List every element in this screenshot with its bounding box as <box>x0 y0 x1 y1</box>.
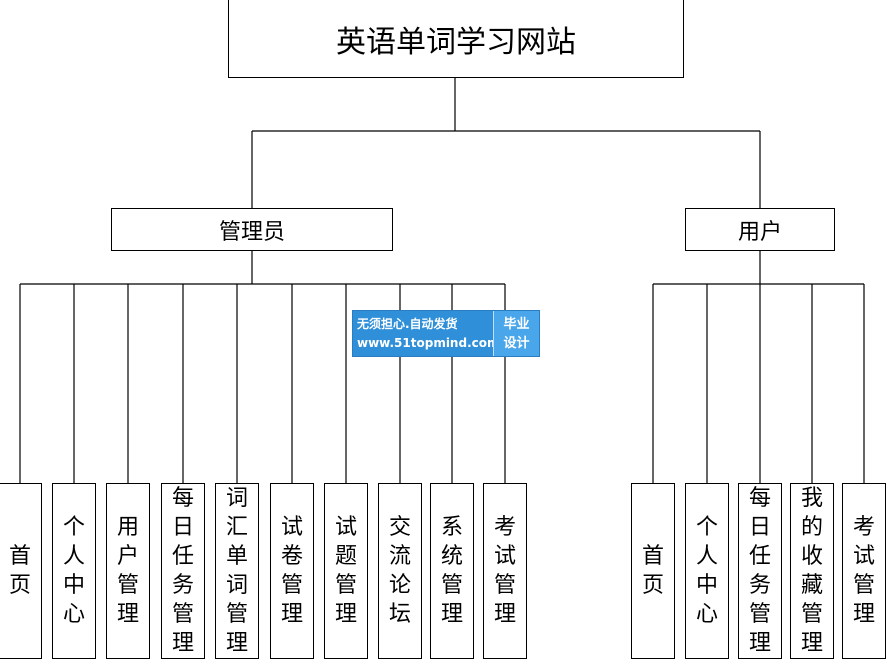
user-module-daily-task-management: 每日任务管理 <box>738 483 782 659</box>
watermark-badge: 无须担心.自动发货 www.51topmind.com 毕业 设计 <box>352 310 540 357</box>
admin-module-label: 用户管理 <box>116 515 139 627</box>
admin-module-label: 试题管理 <box>334 515 357 627</box>
admin-module-label: 试卷管理 <box>280 515 303 627</box>
role-user-label: 用户 <box>737 219 782 245</box>
admin-module-label: 词汇单词管理 <box>225 486 248 656</box>
watermark-tag-line1: 毕业 <box>503 316 530 332</box>
user-module-exam-management: 考试管理 <box>842 483 886 659</box>
role-admin: 管理员 <box>111 208 393 251</box>
admin-module-vocabulary-management: 词汇单词管理 <box>215 483 259 659</box>
admin-module-label: 每日任务管理 <box>171 486 194 656</box>
admin-module-forum: 交流论坛 <box>378 483 422 659</box>
system-title: 英语单词学习网站 <box>228 0 684 78</box>
user-module-home: 首页 <box>631 483 675 659</box>
watermark-tag: 毕业 设计 <box>493 311 539 356</box>
user-module-personal-center: 个人中心 <box>685 483 729 659</box>
admin-module-personal-center: 个人中心 <box>52 483 96 659</box>
user-module-label: 每日任务管理 <box>748 486 771 656</box>
watermark-line1: 无须担心.自动发货 <box>357 316 458 331</box>
user-module-label: 我的收藏管理 <box>800 486 823 656</box>
watermark-tag-line2: 设计 <box>503 335 530 351</box>
user-module-label: 首页 <box>641 544 664 598</box>
admin-module-label: 交流论坛 <box>388 515 411 627</box>
admin-module-exam-management: 考试管理 <box>483 483 527 659</box>
admin-module-label: 首页 <box>8 544 31 598</box>
user-module-label: 个人中心 <box>695 515 718 627</box>
watermark-text: 无须担心.自动发货 www.51topmind.com <box>353 311 500 356</box>
role-admin-label: 管理员 <box>218 219 285 245</box>
user-module-favorites-management: 我的收藏管理 <box>790 483 834 659</box>
admin-module-home: 首页 <box>0 483 42 659</box>
role-user: 用户 <box>685 208 835 251</box>
watermark-url: www.51topmind.com <box>357 335 500 350</box>
admin-module-user-management: 用户管理 <box>106 483 150 659</box>
admin-module-label: 个人中心 <box>62 515 85 627</box>
admin-module-system-management: 系统管理 <box>430 483 474 659</box>
admin-module-label: 考试管理 <box>493 515 516 627</box>
user-module-label: 考试管理 <box>852 515 875 627</box>
admin-module-label: 系统管理 <box>440 515 463 627</box>
admin-module-question-management: 试题管理 <box>324 483 368 659</box>
admin-module-daily-task-management: 每日任务管理 <box>161 483 205 659</box>
admin-module-exam-paper-management: 试卷管理 <box>270 483 314 659</box>
system-title-text: 英语单词学习网站 <box>336 24 576 60</box>
